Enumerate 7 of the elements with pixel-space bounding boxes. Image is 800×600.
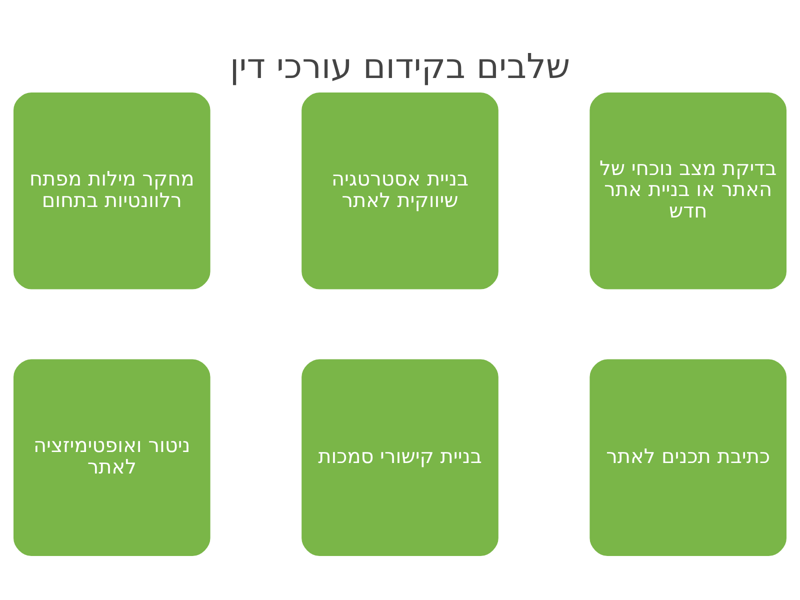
node-box: בניית אסטרטגיה שיווקית לאתר [302,92,498,290]
node-box: מחקר מילות מפתח רלוונטיות בתחום [14,92,210,290]
node-box: בדיקת מצב נוכחי של האתר או בניית אתר חדש [590,92,786,290]
node-box: כתיבת תכנים לאתר [590,359,786,556]
diagram-title: שלבים בקידום עורכי דין [230,46,570,87]
node-box: בניית קישורי סמכות [302,359,498,556]
node-box: ניטור ואופטימיזציה לאתר [14,359,210,556]
